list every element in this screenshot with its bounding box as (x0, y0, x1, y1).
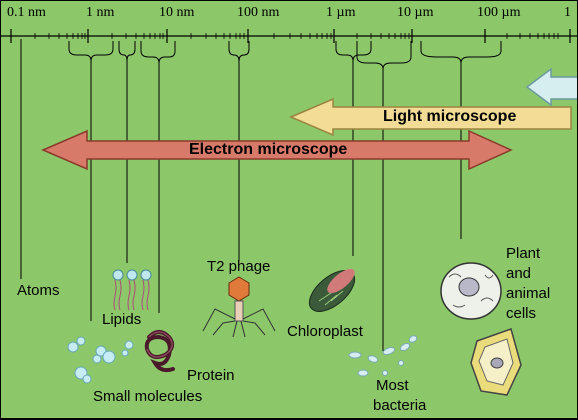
label-bacteria: bacteria (373, 397, 427, 414)
small-molecules-illustration (67, 336, 134, 384)
bacteria-illustration (348, 335, 418, 377)
naked-eye-arrow-partial (525, 67, 577, 107)
chloroplast-illustration (308, 268, 356, 312)
tick-label-0-1-nm: 0.1 nm (7, 5, 46, 20)
lipids-illustration (112, 269, 152, 311)
label-and: and (506, 265, 532, 282)
tick-label-10-nm: 10 nm (159, 5, 195, 20)
label-most: Most (376, 377, 409, 394)
scale-ruler (1, 29, 577, 43)
tick-label-1-nm: 1 nm (86, 5, 115, 20)
tick-label-100-nm: 100 nm (237, 5, 280, 20)
protein-highlight (146, 331, 173, 358)
animal-cell-illustration (440, 262, 502, 320)
label-small-molecules: Small molecules (93, 388, 203, 405)
tick-label-1-um: 1 µm (326, 5, 356, 20)
label-t2-phage: T2 phage (207, 258, 271, 275)
range-brackets (20, 39, 502, 351)
label-chloroplast: Chloroplast (287, 323, 363, 340)
label-lipids: Lipids (102, 311, 142, 328)
tick-label-100-um: 100 µm (477, 5, 521, 20)
electron-microscope-label: Electron microscope (189, 141, 348, 158)
tick-label-1: 1 (564, 5, 571, 20)
label-cells: cells (506, 305, 537, 322)
electron-microscope-arrow (41, 129, 513, 171)
label-plant: Plant (506, 245, 541, 262)
label-atoms: Atoms (17, 282, 60, 299)
t2-phage-illustration (202, 276, 276, 338)
tick-label-10-um: 10 µm (397, 5, 434, 20)
light-microscope-label: Light microscope (383, 108, 517, 125)
label-protein: Protein (187, 367, 235, 384)
label-animal: animal (506, 285, 551, 302)
light-microscope-arrow (289, 97, 572, 137)
plant-cell-illustration (470, 328, 522, 396)
